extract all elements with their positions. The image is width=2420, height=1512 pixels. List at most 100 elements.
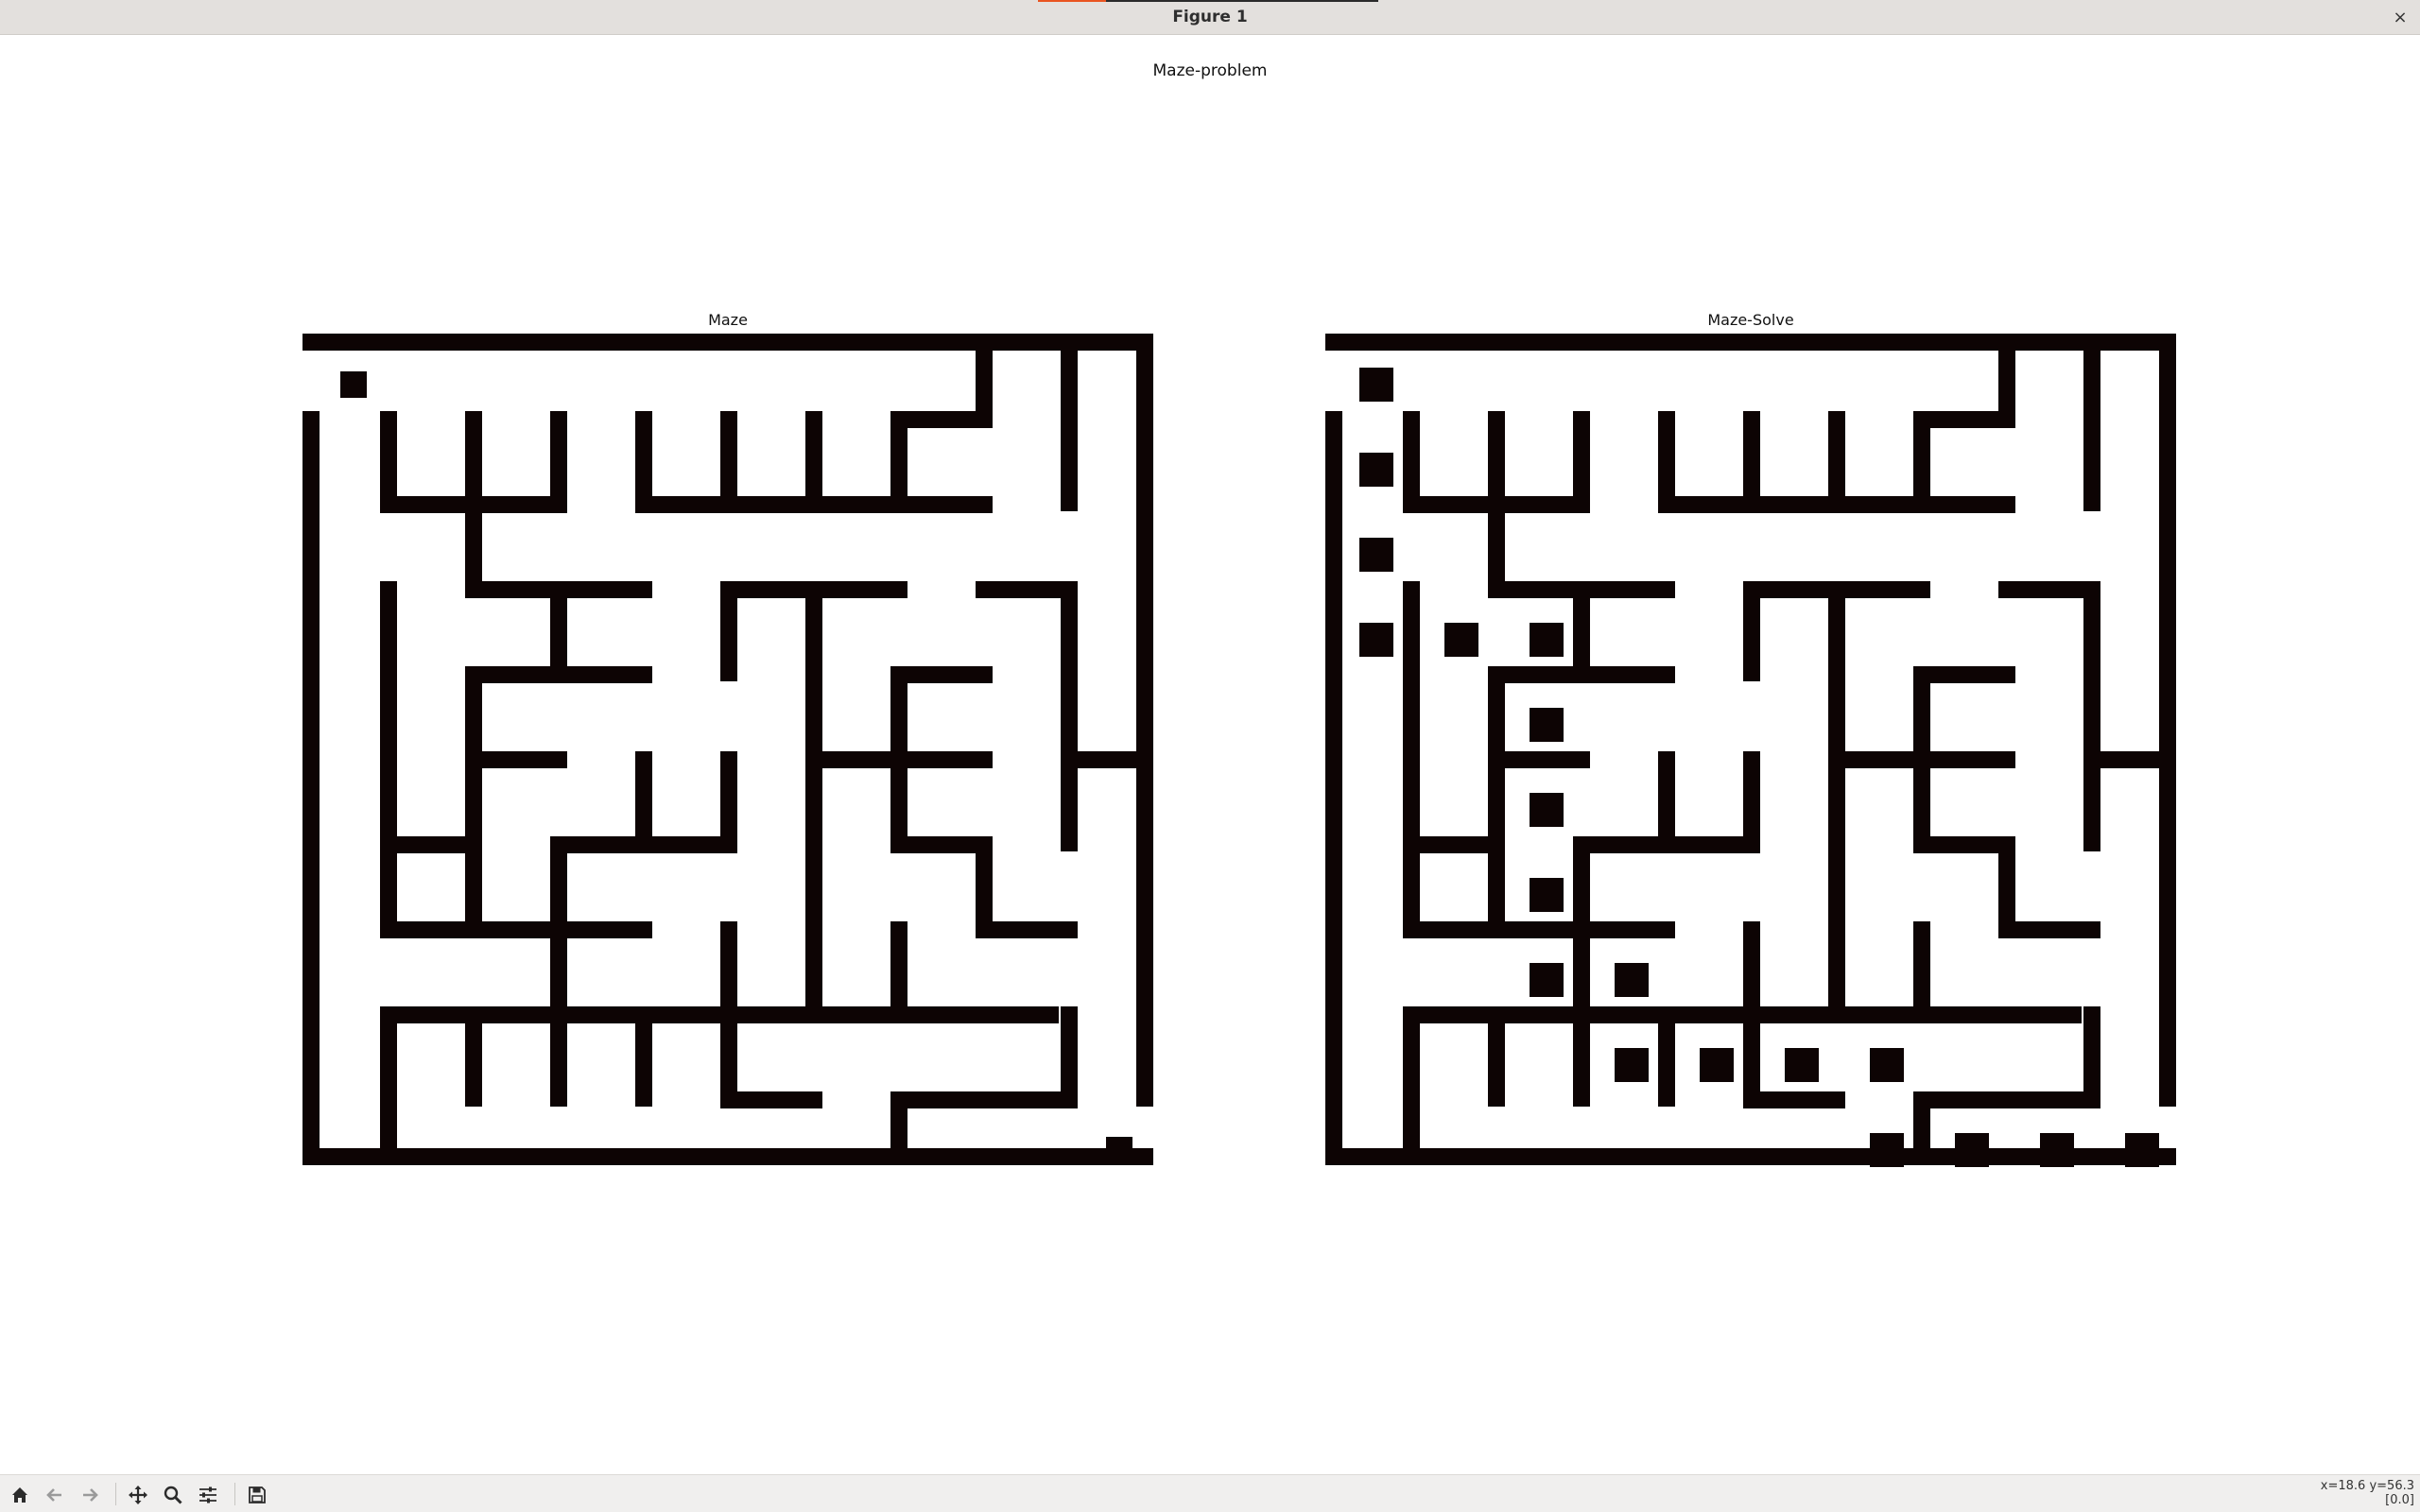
maze-solve-wall-segment [1828,411,1845,511]
solution-path-marker [1955,1133,1989,1167]
maze-wall-segment [976,921,1078,938]
maze-wall-segment [976,581,1078,598]
maze-solve-wall-segment [2083,751,2176,768]
maze-solve-wall-segment [2083,334,2100,511]
maze-solve-wall-segment [1488,666,1505,936]
solution-path-marker [1530,963,1564,997]
maze-solve-wall-segment [1743,751,1760,851]
maze-start-marker [340,371,367,398]
maze-solve-wall-segment [1488,751,1590,768]
maze-markers [340,371,1132,1163]
maze-wall-segment [1061,1006,1078,1107]
sliders-icon [199,1486,216,1503]
forward-button[interactable] [76,1481,104,1509]
maze-wall-segment [380,836,473,853]
maze-wall-segment [465,751,567,768]
maze-solve-wall-segment [1913,1091,1930,1165]
maze-wall-segment [805,411,822,511]
maze-wall-segment [550,921,652,938]
maze-solve-wall-segment [1828,921,1845,1022]
maze-solve-axes[interactable]: Maze-Solve [1325,311,2176,1167]
maze-wall-segment [890,411,993,428]
maze-solve-wall-segment [1913,836,2015,853]
maze-wall-segment [302,1148,1153,1165]
maze-wall-segment [890,836,993,853]
figure-canvas[interactable]: Maze-problem Maze Maze-Solve [0,36,2420,1474]
maze-solve-wall-segment [1325,334,2176,351]
maze-wall-segment [465,411,482,511]
maze-solve-wall-segment [1403,1006,1420,1165]
solution-path-marker [2040,1133,2074,1167]
pan-button[interactable] [124,1481,152,1509]
close-button[interactable]: × [2393,8,2408,27]
configure-subplots-button[interactable] [194,1481,222,1509]
maze-wall-segment [550,836,567,936]
back-arrow-icon [46,1488,61,1502]
maze-solve-wall-segment [1403,581,1420,936]
maze-solve-wall-segment [1403,1006,2082,1023]
maze-solve-wall-segment [2083,581,2100,851]
maze-solve-wall-segment [1913,751,2015,768]
maze-solve-wall-segment [1743,1091,1845,1108]
maze-wall-segment [635,411,652,511]
maze-solve-wall-segment [1998,334,2015,426]
maze-walls [302,334,1153,1165]
maze-wall-segment [465,666,567,683]
figure-svg: Maze-problem Maze Maze-Solve [302,61,2176,1167]
solution-path-marker [1870,1048,1904,1082]
maze-solve-wall-segment [1573,836,1760,853]
save-button[interactable] [243,1481,271,1509]
maze-wall-segment [720,751,737,851]
back-button[interactable] [41,1481,69,1509]
maze-wall-segment [976,836,993,936]
maze-wall-segment [635,496,993,513]
maze-solve-wall-segment [1743,581,1760,681]
maze-wall-segment [890,751,993,768]
maze-solve-wall-segment [1573,836,1590,936]
solution-path-marker [1359,623,1393,657]
solution-path-marker [2125,1133,2159,1167]
maze-solve-wall-segment [1488,411,1505,511]
maze-wall-segment [720,921,737,1022]
home-icon [12,1487,27,1503]
maze-wall-segment [302,411,320,1165]
coords-xy: x=18.6 y=56.3 [2320,1479,2414,1493]
maze-wall-segment [890,1091,1078,1108]
window-titlebar: Figure 1 × [0,0,2420,35]
maze-solve-wall-segment [1743,921,1760,1022]
window-title: Figure 1 [1172,8,1248,26]
floppy-disk-icon [249,1486,266,1503]
maze-wall-segment [890,1006,993,1023]
maze-solve-wall-segment [2159,334,2176,1107]
home-button[interactable] [6,1481,34,1509]
maze-solve-wall-segment [1488,666,1590,683]
maze-wall-segment [1061,334,1078,511]
maze-solve-wall-segment [1998,921,2100,938]
solution-path-marker [1530,708,1564,742]
maze-solve-walls [1325,334,2176,1165]
maze-wall-segment [720,1091,822,1108]
maze-solve-wall-segment [1913,411,2015,428]
maze-solve-wall-segment [1403,411,1420,511]
solution-path-marker [1615,1048,1649,1082]
maze-wall-segment [635,1006,652,1107]
maze-solve-wall-segment [1488,496,1505,596]
zoom-button[interactable] [159,1481,187,1509]
maze-wall-segment [465,1006,482,1107]
maze-solve-wall-segment [1998,581,2100,598]
maze-axes[interactable]: Maze [302,311,1153,1165]
move-icon [129,1486,147,1504]
activity-indicator [1038,0,1378,2]
maze-end-marker [1106,1137,1132,1163]
maze-wall-segment [805,921,822,1022]
maze-wall-segment [302,334,1153,351]
coords-value: [0.0] [2385,1493,2414,1507]
solution-path-marker [1785,1048,1819,1082]
maze-solve-wall-segment [1573,1006,1590,1107]
maze-wall-segment [465,496,482,596]
maze-solve-wall-segment [1828,751,1930,768]
forward-arrow-icon [83,1488,98,1502]
maze-wall-segment [550,581,567,681]
maze-wall-segment [380,1006,1059,1023]
maze-wall-segment [890,1091,908,1165]
